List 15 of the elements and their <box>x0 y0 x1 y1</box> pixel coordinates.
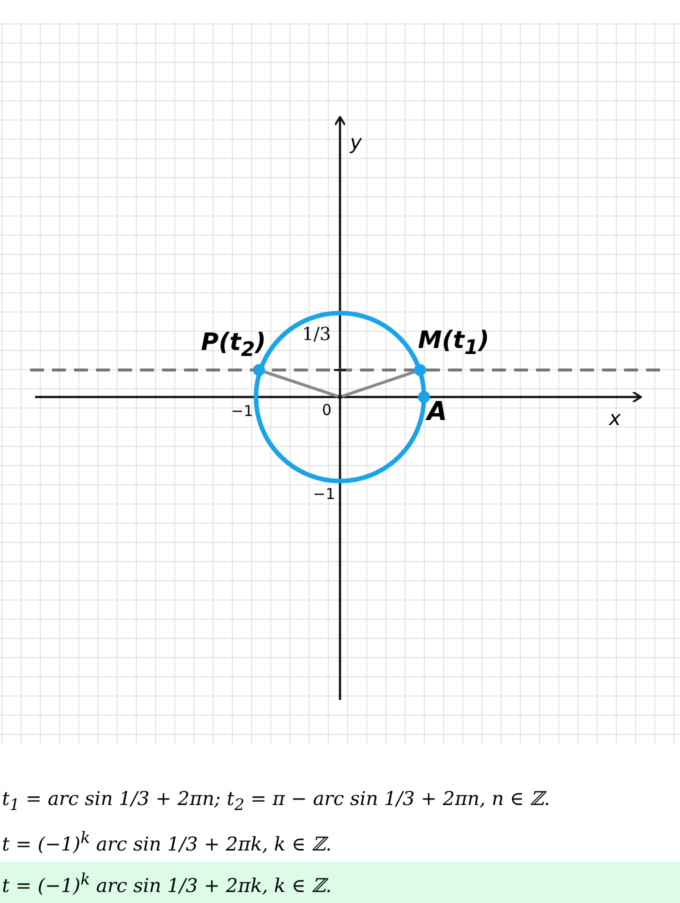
formula: t$_{1}$ = arc sin 1/3 + 2πn; t$_{2}$ = π − arc sin 1/3 + 2πn, n ∈ ℤ. <box>2 790 550 813</box>
axis-label: x <box>609 408 621 428</box>
tick-label: −1 <box>313 487 336 502</box>
answer-formula: t = (−1)$^{k}$ arc sin 1/3 + 2πk, k ∈ ℤ. <box>2 875 332 898</box>
point-label: M(t$_{1}$) <box>418 328 490 357</box>
origin-label: 0 <box>322 403 332 418</box>
radius-segment <box>264 370 339 398</box>
formula: t = (−1)$^{k}$ arc sin 1/3 + 2πk, k ∈ ℤ. <box>2 830 332 854</box>
answer-band <box>0 862 680 903</box>
point-label: A <box>427 399 448 425</box>
tick-label: 1/3 <box>302 326 331 344</box>
tick-label: −1 <box>231 404 254 419</box>
point-label: P(t$_{2}$) <box>201 330 266 359</box>
radius-segment <box>341 370 415 398</box>
axis-label: y <box>350 132 362 152</box>
